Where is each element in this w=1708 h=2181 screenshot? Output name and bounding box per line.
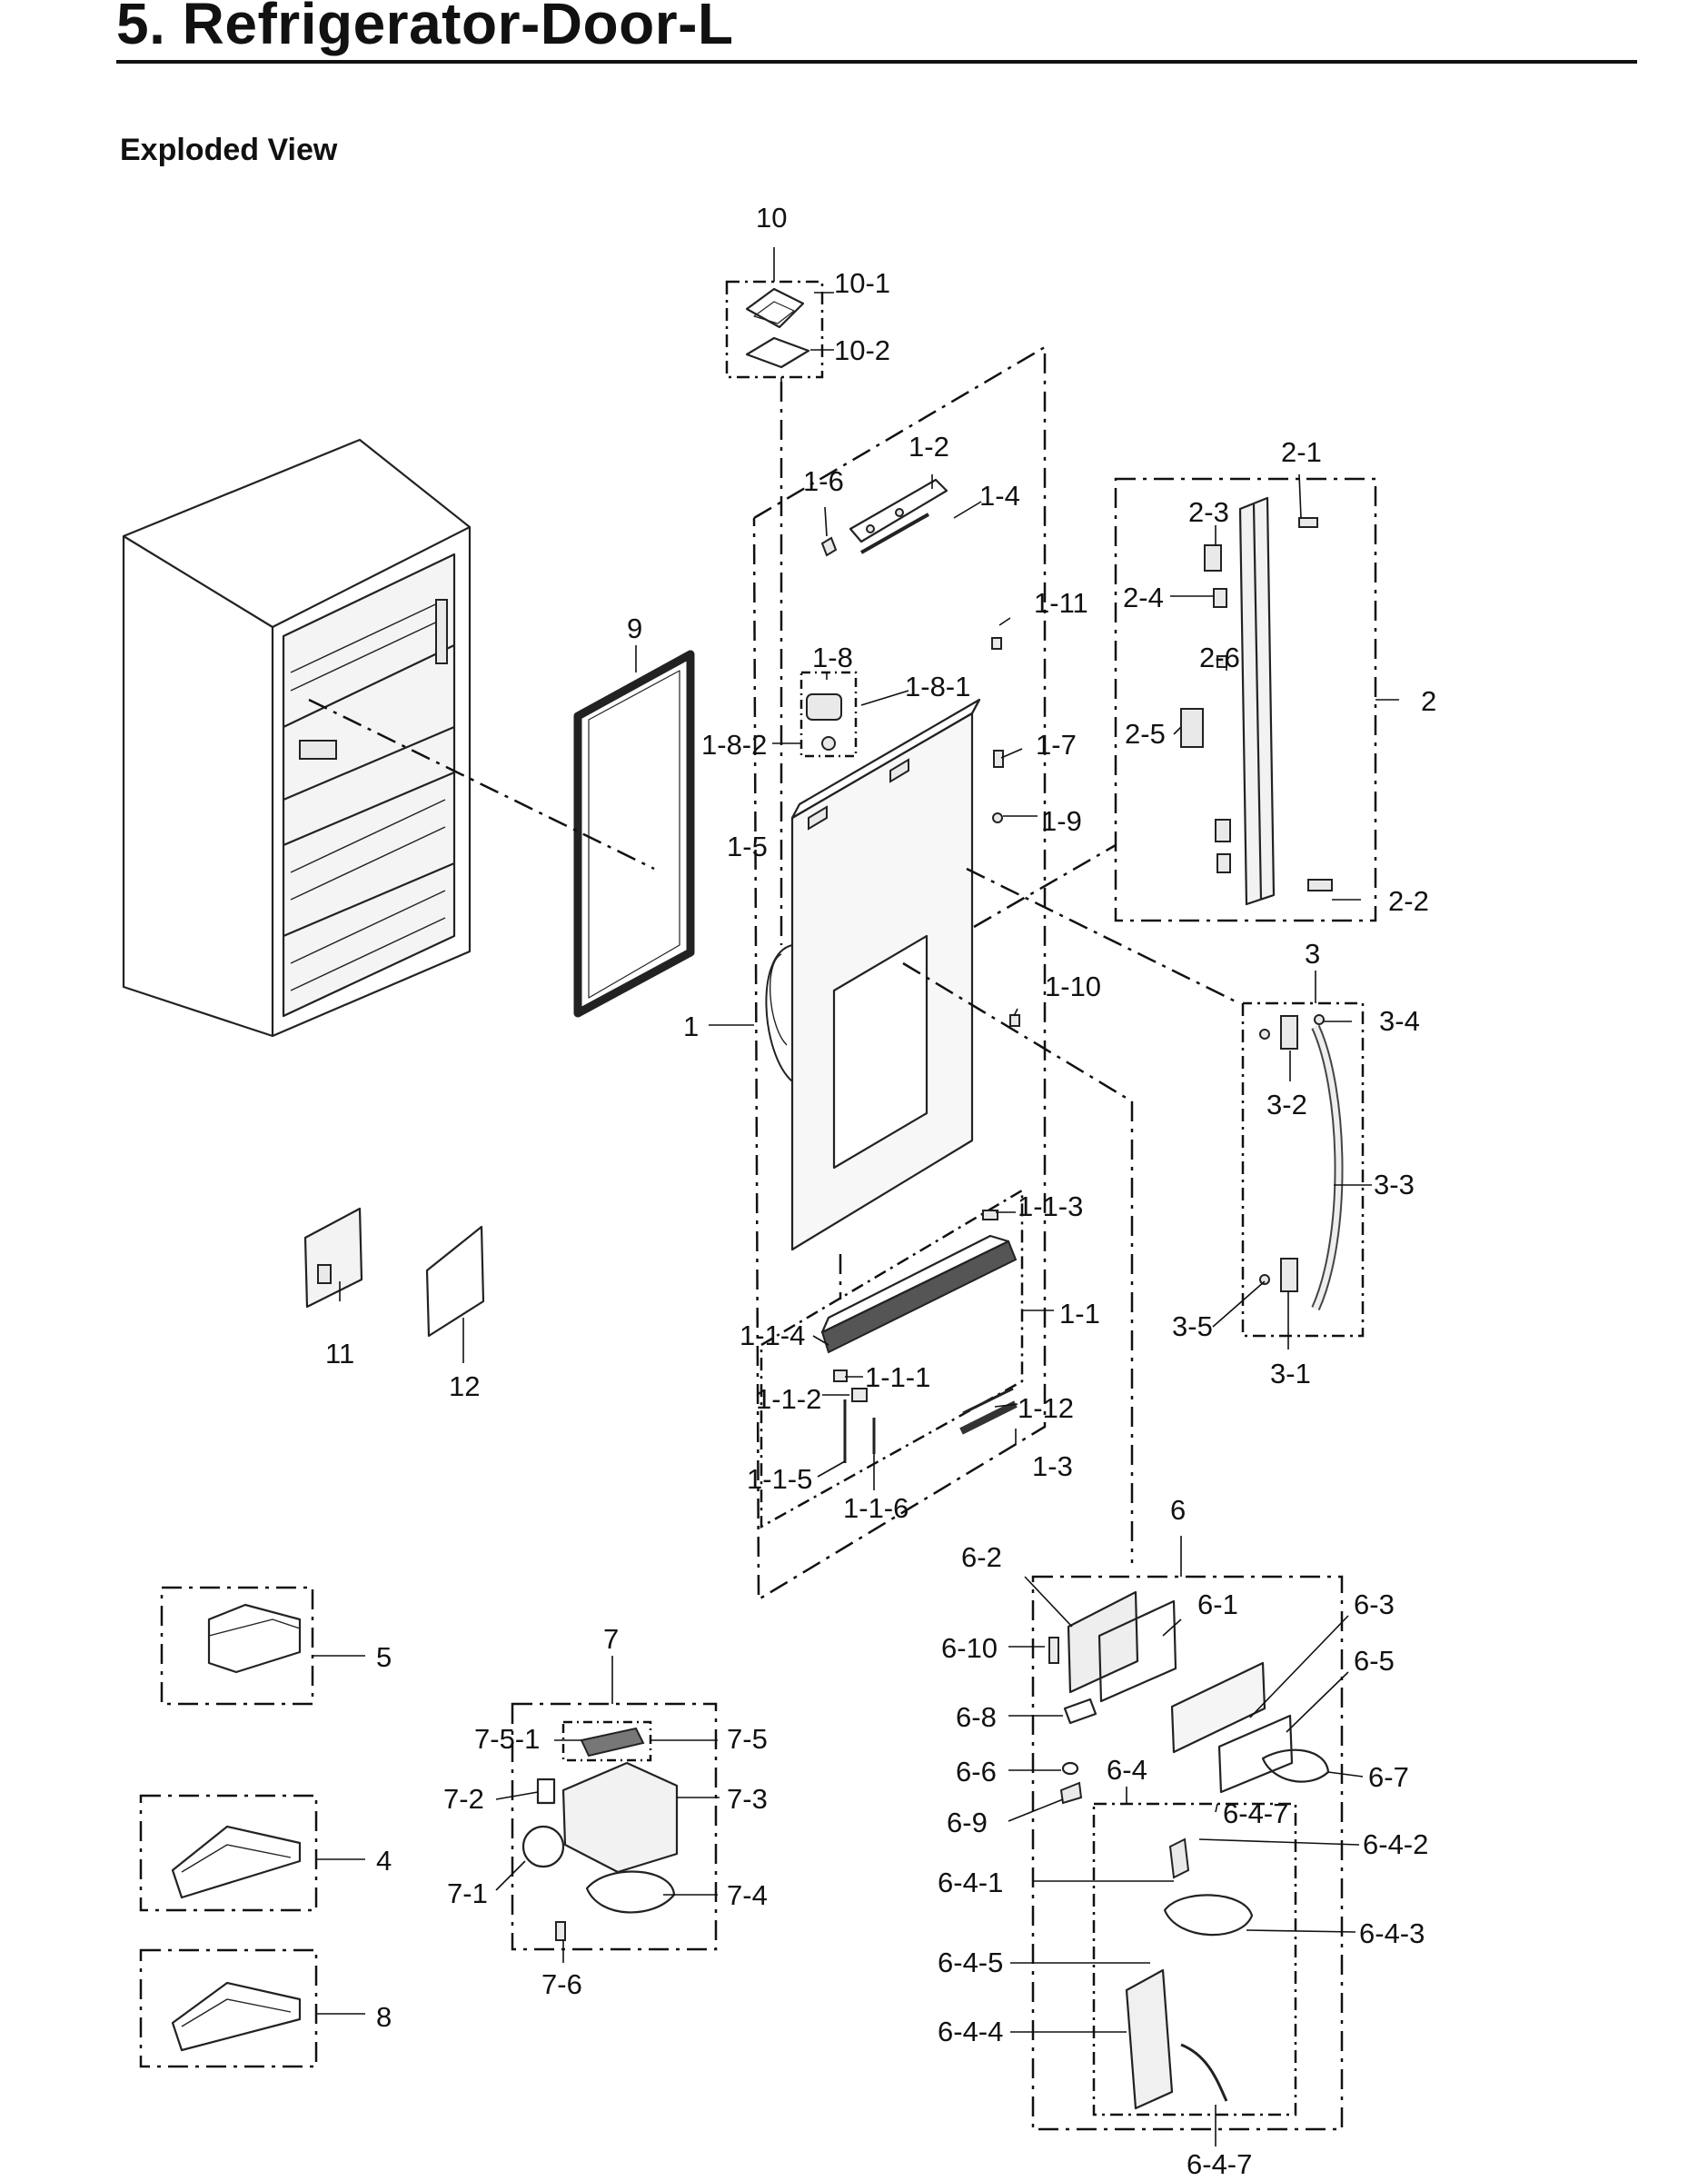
callout-label: 10-2 bbox=[834, 334, 890, 366]
hinge-bracket-drawing bbox=[1180, 496, 1333, 906]
callout-label: 2-2 bbox=[1388, 885, 1429, 917]
refrigerator-cabinet-drawing bbox=[122, 438, 472, 1038]
callout-label: 7-3 bbox=[727, 1783, 768, 1815]
page-subtitle: Exploded View bbox=[120, 133, 338, 167]
callout-label: 1-1-1 bbox=[865, 1361, 930, 1393]
callout-label: 10-1 bbox=[834, 267, 890, 299]
callout-label: 6-10 bbox=[941, 1632, 998, 1664]
callout-label: 6-1 bbox=[1197, 1588, 1238, 1620]
door-bin-drawings bbox=[171, 1603, 302, 2052]
callout-label: 7-5 bbox=[727, 1723, 768, 1755]
door-top-hinge-parts bbox=[799, 478, 1020, 1027]
dispenser-panel-drawing bbox=[820, 1210, 1018, 1463]
callout-label: 3-4 bbox=[1379, 1005, 1420, 1037]
callout-label: 7-2 bbox=[443, 1783, 484, 1815]
callout-label: 1-6 bbox=[803, 465, 844, 497]
callout-label: 1 bbox=[683, 1011, 699, 1042]
callout-label: 6-4-7 bbox=[1187, 2148, 1252, 2180]
callout-label: 1-8-1 bbox=[905, 671, 970, 702]
callout-label: 6-4 bbox=[1107, 1754, 1147, 1786]
callout-label: 4 bbox=[376, 1845, 392, 1877]
callout-label: 6-8 bbox=[956, 1701, 997, 1733]
callout-label: 9 bbox=[627, 612, 642, 644]
callout-label: 5 bbox=[376, 1641, 392, 1673]
callout-label: 6-4-7 bbox=[1223, 1798, 1288, 1829]
callout-label: 3-2 bbox=[1266, 1089, 1307, 1120]
callout-label: 1-10 bbox=[1045, 971, 1101, 1002]
callout-label: 3 bbox=[1305, 938, 1320, 970]
callout-label: 7-1 bbox=[447, 1877, 488, 1909]
callout-label: 6-4-2 bbox=[1363, 1828, 1428, 1860]
callout-label: 1-8-2 bbox=[701, 729, 767, 761]
callout-label: 7-5-1 bbox=[474, 1723, 540, 1755]
callout-label: 1-1-2 bbox=[756, 1383, 821, 1415]
hinge-cover-group-10 bbox=[725, 280, 824, 379]
callout-label: 7 bbox=[603, 1623, 619, 1655]
door-handle-drawing bbox=[1259, 1014, 1344, 1311]
callout-label: 1-2 bbox=[909, 431, 949, 463]
callout-label: 3-5 bbox=[1172, 1310, 1213, 1342]
callout-label: 1-7 bbox=[1036, 729, 1077, 761]
cover-drawings-11-12 bbox=[303, 1207, 485, 1338]
callout-label: 1-1-5 bbox=[747, 1463, 812, 1495]
callout-label: 7-6 bbox=[541, 1968, 582, 2000]
callout-label: 6-4-4 bbox=[938, 2016, 1003, 2047]
callout-label: 1-3 bbox=[1032, 1450, 1073, 1482]
callout-label: 3-3 bbox=[1374, 1169, 1415, 1200]
ice-maker-drawing bbox=[521, 1727, 679, 1941]
callout-label: 6-4-1 bbox=[938, 1867, 1003, 1898]
callout-label: 1-8 bbox=[812, 642, 853, 673]
door-gasket-drawing bbox=[573, 650, 695, 1018]
callout-label: 10 bbox=[756, 202, 787, 234]
callout-label: 6-5 bbox=[1354, 1645, 1395, 1677]
callout-label: 1-1-3 bbox=[1018, 1190, 1083, 1222]
callout-label: 1-1-6 bbox=[843, 1492, 909, 1524]
callout-label: 6-4-5 bbox=[938, 1947, 1003, 1978]
callout-label: 11 bbox=[325, 1338, 354, 1369]
leader-lines bbox=[313, 247, 1399, 2146]
callout-label: 1-9 bbox=[1041, 805, 1082, 837]
callout-label: 6-9 bbox=[947, 1807, 988, 1838]
callout-label: 1-5 bbox=[727, 831, 768, 862]
callout-label: 1-12 bbox=[1018, 1392, 1074, 1424]
callout-label: 6 bbox=[1170, 1494, 1186, 1526]
callout-label: 1-1-4 bbox=[740, 1320, 805, 1351]
callout-label: 2-5 bbox=[1125, 718, 1166, 750]
page-title: 5. Refrigerator-Door-L bbox=[116, 0, 734, 56]
callout-label: 8 bbox=[376, 2001, 392, 2033]
callout-labels: 10 10-1 10-2 1-2 1-6 1-4 1-11 1-8 1-8-1 … bbox=[325, 202, 1436, 2180]
callout-label: 6-4-3 bbox=[1359, 1917, 1425, 1949]
callout-label: 2-3 bbox=[1188, 496, 1229, 528]
refrigerator-door-drawing bbox=[765, 698, 981, 1251]
callout-label: 3-1 bbox=[1270, 1358, 1311, 1389]
callout-label: 1-11 bbox=[1034, 587, 1088, 619]
callout-label: 6-6 bbox=[956, 1756, 997, 1788]
callout-label: 6-2 bbox=[961, 1541, 1002, 1573]
callout-label: 2 bbox=[1421, 685, 1436, 717]
callout-label: 6-3 bbox=[1354, 1588, 1395, 1620]
callout-label: 2-4 bbox=[1123, 582, 1164, 613]
callout-label: 2-6 bbox=[1199, 642, 1240, 673]
callout-label: 1-4 bbox=[979, 480, 1020, 512]
callout-label: 2-1 bbox=[1281, 436, 1322, 468]
callout-label: 12 bbox=[449, 1370, 480, 1402]
title-underline bbox=[116, 60, 1637, 64]
callout-label: 6-7 bbox=[1368, 1761, 1409, 1793]
callout-label: 7-4 bbox=[727, 1879, 768, 1911]
dispenser-assembly-drawing bbox=[1048, 1590, 1330, 2110]
callout-label: 1-1 bbox=[1059, 1298, 1100, 1330]
